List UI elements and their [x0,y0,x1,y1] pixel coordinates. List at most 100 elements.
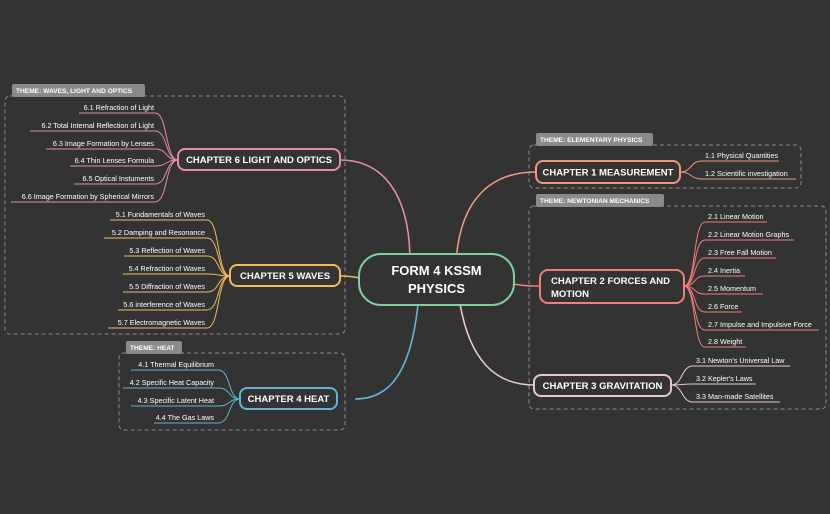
ch5-topic-7[interactable]: 5.7 Electromagnetic Waves [118,318,206,327]
ch1-link-1 [679,160,779,173]
theme-newtonian-label-bg [536,194,664,207]
ch5-link-3 [124,255,231,277]
main-branches [339,159,541,400]
chapter-4-box [239,387,338,410]
chapter-2-box [539,269,685,304]
ch3-topic-1[interactable]: 3.1 Newton's Universal Law [696,356,785,365]
ch5-link-7 [108,275,231,329]
ch3-topic-2[interactable]: 3.2 Kepler's Laws [696,374,753,383]
ch6-topic-2[interactable]: 6.2 Total Internal Reflection of Light [41,121,154,130]
ch6-topic-1[interactable]: 6.1 Refraction of Light [84,103,154,112]
ch6-topic-3[interactable]: 6.3 Image Formation by Lenses [53,139,154,148]
chapter-1-title: CHAPTER 1 MEASUREMENT [543,168,674,179]
chapter-6-node[interactable]: CHAPTER 6 LIGHT AND OPTICS [177,148,341,171]
ch6-topic-5[interactable]: 6.5 Optical Instuments [82,174,154,183]
chapter-3-group: CHAPTER 3 GRAVITATION 3.1 Newton's Unive… [533,356,790,403]
ch6-topic-6[interactable]: 6.6 Image Formation by Spherical Mirrors [22,192,155,201]
ch3-link-2 [670,383,756,386]
theme-heat-box [118,352,346,431]
ch2-topic-8[interactable]: 2.8 Weight [708,337,742,346]
chapter-3-title: CHAPTER 3 GRAVITATION [543,381,663,392]
ch2-topic-1[interactable]: 2.1 Linear Motion [708,212,764,221]
chapter-3-box [533,374,672,397]
theme-heat-label-bg [126,341,182,354]
root-box [358,253,515,306]
branch-ch5 [339,275,361,279]
theme-newtonian-box [528,205,827,410]
ch4-topic-2[interactable]: 4.2 Specific Heat Capacity [130,378,215,387]
chapter-5-group: CHAPTER 5 WAVES 5.1 Fundamentals of Wave… [104,210,341,329]
chapter-4-links [123,369,241,424]
ch2-topic-2[interactable]: 2.2 Linear Motion Graphs [708,230,790,239]
ch2-link-4 [683,275,745,287]
chapter-2-title-line2: MOTION [551,289,589,300]
ch5-topic-5[interactable]: 5.5 Diffraction of Waves [129,282,205,291]
chapter-4-title: CHAPTER 4 HEAT [248,394,330,405]
ch2-link-2 [683,239,794,287]
ch1-topic-2[interactable]: 1.2 Scientific investigation [705,169,788,178]
theme-optics-group: THEME: WAVES, LIGHT AND OPTICS [4,84,346,335]
chapter-5-links [104,219,231,329]
branch-ch2 [513,283,541,287]
chapter-6-title: CHAPTER 6 LIGHT AND OPTICS [186,155,332,166]
ch2-topic-5[interactable]: 2.5 Momentum [708,284,756,293]
ch5-link-1 [110,219,231,277]
ch2-topic-7[interactable]: 2.7 Impulse and Impulsive Force [708,320,812,329]
theme-elementary-label-bg [536,133,653,146]
root-node[interactable]: FORM 4 KSSM PHYSICS [358,253,515,306]
chapter-4-node[interactable]: CHAPTER 4 HEAT [239,387,338,410]
chapter-4-group: CHAPTER 4 HEAT 4.1 Thermal Equilibrium 4… [123,360,338,424]
ch4-topic-4[interactable]: 4.4 The Gas Laws [156,413,215,422]
ch4-link-2 [123,387,241,400]
ch4-topic-3[interactable]: 4.3 Specific Latent Heat [138,396,214,405]
chapter-6-group: CHAPTER 6 LIGHT AND OPTICS 6.1 Refractio… [11,103,341,203]
chapter-5-title: CHAPTER 5 WAVES [240,271,330,282]
chapter-1-links [679,160,796,180]
ch6-link-2 [30,130,179,161]
chapter-1-group: CHAPTER 1 MEASUREMENT 1.1 Physical Quant… [535,151,796,184]
ch1-link-2 [679,171,796,180]
branch-ch1 [455,171,537,263]
ch6-link-3 [46,148,179,161]
ch1-topic-1[interactable]: 1.1 Physical Quantities [705,151,779,160]
chapter-1-box [535,160,681,184]
chapter-6-links [11,112,179,203]
theme-newtonian-label: THEME: NEWTONIAN MECHANICS [540,198,650,205]
branch-ch3 [459,303,535,386]
ch5-topic-3[interactable]: 5.3 Reflection of Waves [129,246,205,255]
theme-elementary-label: THEME: ELEMENTARY PHYSICS [540,137,643,144]
ch2-link-3 [683,257,776,287]
branch-ch6 [339,159,411,263]
chapter-3-node[interactable]: CHAPTER 3 GRAVITATION [533,374,672,397]
theme-heat-group: THEME: HEAT [118,341,346,431]
ch5-topic-1[interactable]: 5.1 Fundamentals of Waves [116,210,206,219]
ch6-link-6 [11,159,179,203]
chapter-5-node[interactable]: CHAPTER 5 WAVES [229,264,341,287]
ch5-topic-4[interactable]: 5.4 Refraction of Waves [129,264,206,273]
ch4-topic-1[interactable]: 4.1 Thermal Equilibrium [138,360,214,369]
ch3-topic-3[interactable]: 3.3 Man-made Satellites [696,392,774,401]
ch4-link-1 [131,369,241,400]
ch6-topic-4[interactable]: 6.4 Thin Lenses Formula [75,156,154,165]
chapter-5-box [229,264,341,287]
chapter-2-title-line1: CHAPTER 2 FORCES AND [551,276,670,287]
ch4-link-4 [154,398,241,424]
ch2-topic-6[interactable]: 2.6 Force [708,302,738,311]
ch2-topic-3[interactable]: 2.3 Free Fall Motion [708,248,772,257]
root-title-line2: PHYSICS [408,281,465,296]
theme-newtonian-group: THEME: NEWTONIAN MECHANICS [528,194,827,410]
root-title-line1: FORM 4 KSSM [391,263,481,278]
ch6-link-1 [79,112,179,161]
theme-elementary-group: THEME: ELEMENTARY PHYSICS [528,133,802,189]
ch2-topic-4[interactable]: 2.4 Inertia [708,266,740,275]
branch-ch4 [354,303,419,400]
chapter-2-group: CHAPTER 2 FORCES AND MOTION 2.1 Linear M… [539,212,819,348]
theme-elementary-box [528,144,802,189]
ch5-topic-6[interactable]: 5.6 interference of Waves [123,300,205,309]
ch5-topic-2[interactable]: 5.2 Damping and Resonance [112,228,205,237]
chapter-2-node[interactable]: CHAPTER 2 FORCES AND MOTION [539,269,685,304]
ch5-link-2 [104,237,231,277]
chapter-1-node[interactable]: CHAPTER 1 MEASUREMENT [535,160,681,184]
chapter-3-links [670,365,790,403]
